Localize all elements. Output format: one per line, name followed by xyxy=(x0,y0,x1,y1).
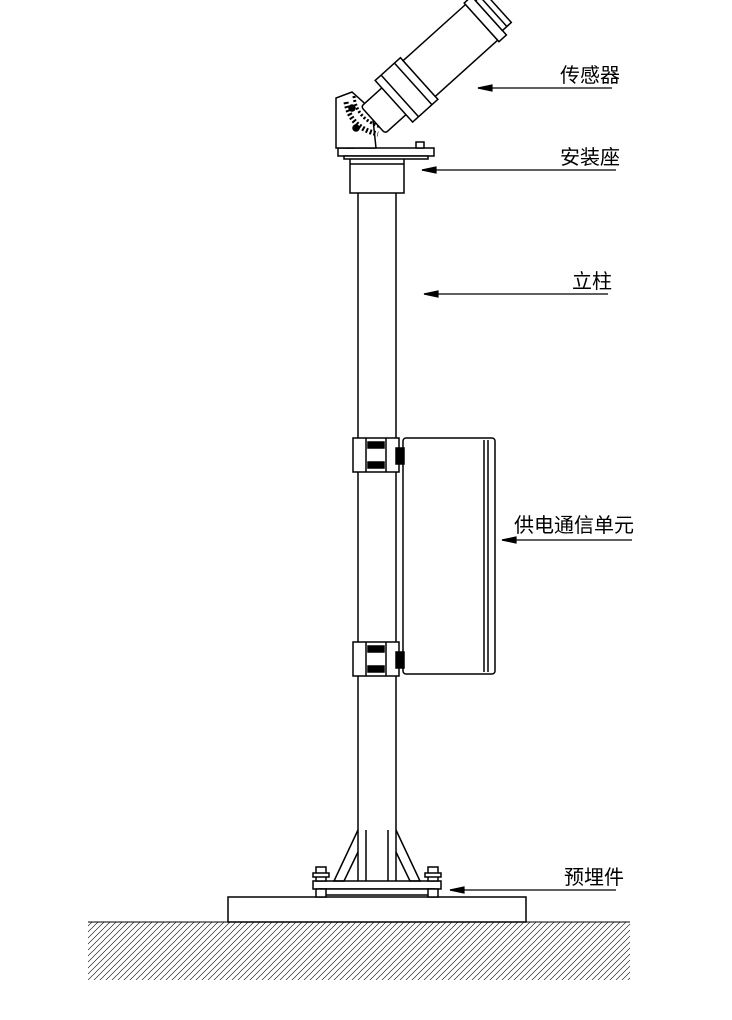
base-plate xyxy=(312,866,442,898)
lower-clamp xyxy=(352,641,405,677)
label-embedded-part: 预埋件 xyxy=(564,865,624,889)
label-sensor: 传感器 xyxy=(560,63,620,87)
label-mount: 安装座 xyxy=(560,145,620,169)
sensor-body xyxy=(361,0,513,133)
label-pole: 立柱 xyxy=(572,269,612,293)
gussets xyxy=(332,829,422,882)
power-comm-unit xyxy=(402,437,496,675)
ground xyxy=(88,921,630,980)
pole xyxy=(357,193,397,881)
upper-clamp xyxy=(352,437,405,473)
foundation-block xyxy=(227,896,527,923)
leader-lines xyxy=(421,84,632,894)
label-power-comm-unit: 供电通信单元 xyxy=(514,513,634,537)
